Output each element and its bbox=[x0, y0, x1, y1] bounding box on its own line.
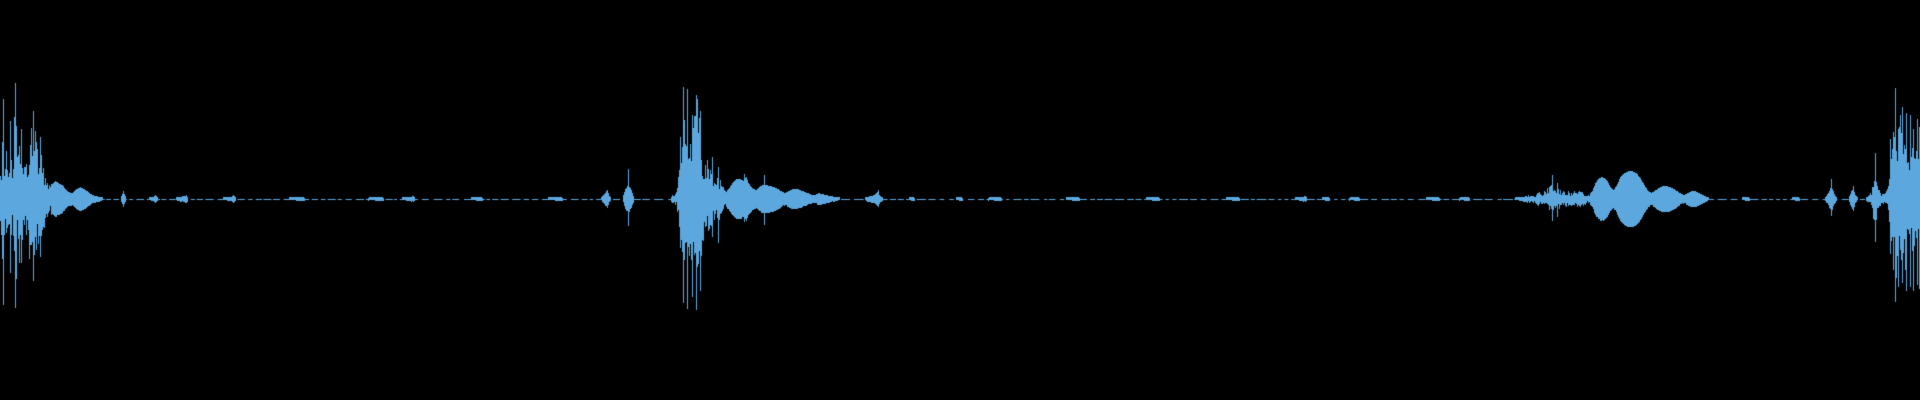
audio-waveform-canvas bbox=[0, 0, 1920, 400]
waveform-viewport bbox=[0, 0, 1920, 400]
